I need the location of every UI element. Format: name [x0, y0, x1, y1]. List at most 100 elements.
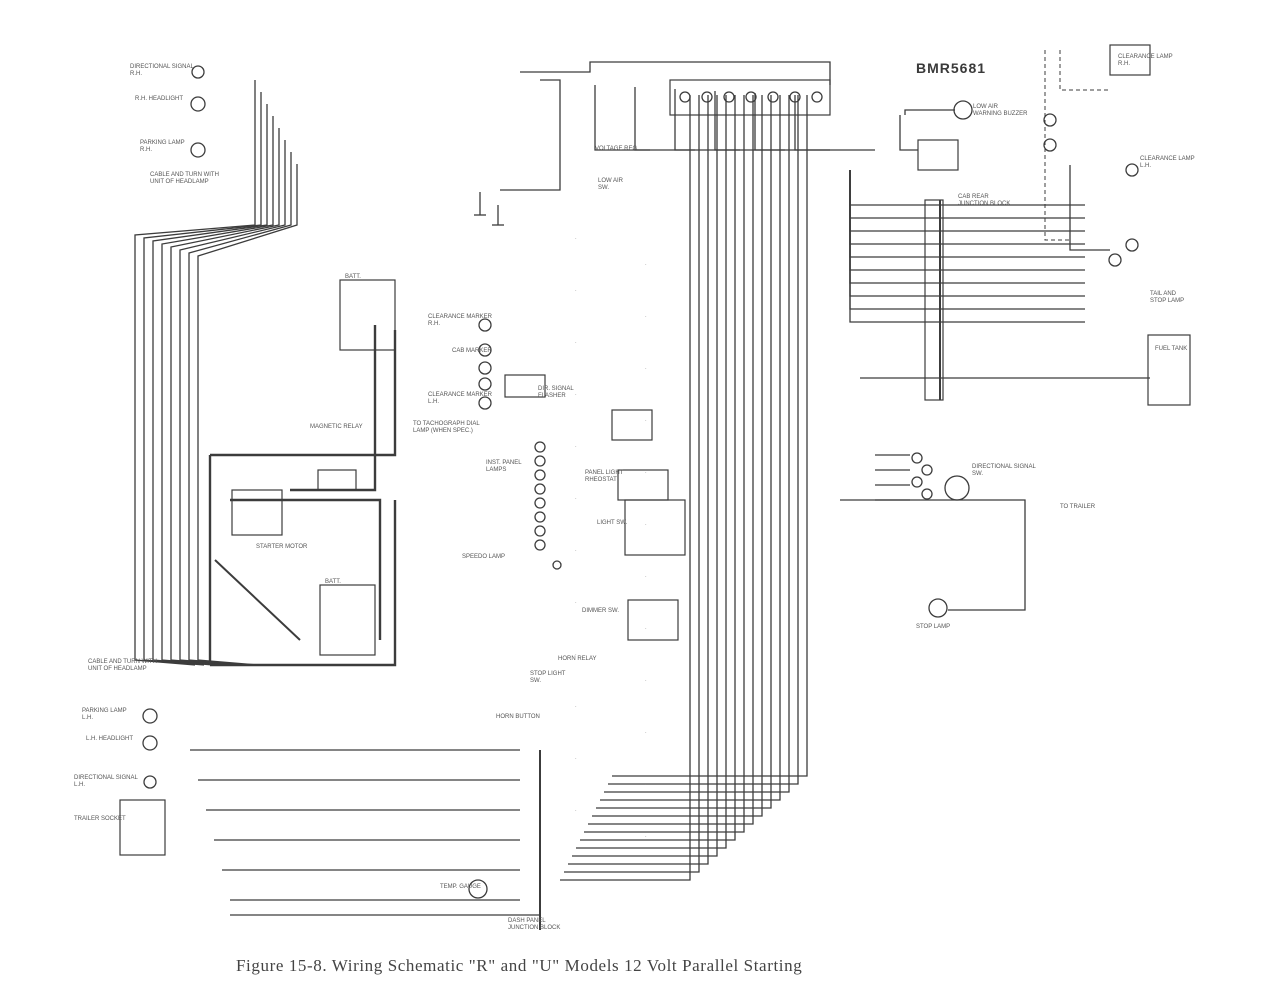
stop-lamp [928, 598, 948, 618]
left-harness-wire [152, 104, 268, 666]
label-clearance_lamp_rh: CLEARANCE LAMP [1118, 54, 1173, 60]
label-cab_rear_block: JUNCTION BLOCK [958, 201, 1010, 207]
center-harness-wire [576, 95, 727, 849]
label-panel_light_rheostat: RHEOSTAT [585, 477, 617, 483]
trailer-socket-box [119, 799, 166, 856]
label-tail_stop_lamp: STOP LAMP [1150, 298, 1184, 304]
wire-code-mark: · [645, 782, 647, 788]
label-directional_signal_lh: DIRECTIONAL SIGNAL [74, 775, 138, 781]
label-cab_marker: CAB MARKER [452, 348, 492, 354]
instrument-panel-lamp [534, 539, 546, 551]
wire-code-mark: · [645, 366, 647, 372]
wire-code-mark: · [575, 704, 577, 710]
label-temp_gauge: TEMP. GAUGE [440, 884, 481, 890]
label-parking_lamp_rh: R.H. [140, 147, 152, 153]
label-dash_panel_block: DASH PANEL [508, 918, 546, 924]
center-harness-wire [568, 95, 709, 865]
label-to_tach_lamps: TO TACHOGRAPH DIAL [413, 421, 480, 427]
wire-code-mark: · [645, 314, 647, 320]
label-trailer_socket: TRAILER SOCKET [74, 816, 126, 822]
label-clearance_lamp_rh: R.H. [1118, 61, 1130, 67]
wire-code-mark: · [645, 574, 647, 580]
top-branch-wire [634, 87, 695, 151]
cab-rear-junction-block [924, 199, 944, 401]
label-dir_signal_flasher: FLASHER [538, 393, 566, 399]
parking-lamp-rh-lamp [190, 142, 206, 158]
clearance-lh-lamp [478, 396, 492, 410]
directional-switch-lamp [921, 464, 933, 476]
stop-lamp-wire [840, 499, 1026, 611]
label-stop_light_switch: SW. [530, 678, 541, 684]
label-directional_signal_rh: R.H. [130, 71, 142, 77]
cab-marker-lamp [478, 377, 492, 391]
label-directional_signal_rh: DIRECTIONAL SIGNAL [130, 64, 194, 70]
label-trailer_cable: TO TRAILER [1060, 504, 1096, 510]
left-harness-wire [179, 140, 286, 666]
label-magnetic_relay: MAGNETIC RELAY [310, 424, 363, 430]
fuse-symbol [789, 91, 801, 103]
label-directional_signal_sw: DIRECTIONAL SIGNAL [972, 464, 1036, 470]
rear-harness-wire [849, 170, 1085, 245]
headlight-rh-lamp [190, 96, 206, 112]
cab-marker-lamp [478, 343, 492, 357]
speedometer-lamp [552, 560, 562, 570]
left-harness-wire [197, 164, 298, 666]
directional-signal-rh-lamp [191, 65, 205, 79]
instrument-panel-lamp [534, 469, 546, 481]
label-cable_and_turn_rh: UNIT OF HEADLAMP [150, 179, 209, 185]
center-harness-wire [564, 95, 700, 873]
instrument-panel-lamp [534, 525, 546, 537]
fuse-symbol [811, 91, 823, 103]
label-batt_2: BATT. [325, 579, 341, 585]
flasher-box [611, 409, 653, 441]
buzzer-wire [899, 115, 918, 151]
label-cable_and_turn_rh: CABLE AND TURN WITH [150, 172, 219, 178]
clearance-lamp [1043, 113, 1057, 127]
top-bus-wire [500, 79, 561, 191]
label-tail_stop_lamp: TAIL AND [1150, 291, 1177, 297]
label-cab_rear_block: CAB REAR [958, 194, 989, 200]
left-harness-wire [161, 116, 274, 666]
rear-harness-wire [849, 170, 1085, 323]
label-low_air_buzzer: LOW AIR [973, 104, 999, 110]
label-to_tach_lamps: LAMP (WHEN SPEC.) [413, 428, 473, 434]
temp-gauge [468, 879, 488, 899]
label-parking_lamp_lh: PARKING LAMP [82, 708, 127, 714]
instrument-panel-lamp [534, 483, 546, 495]
wire-code-mark: · [575, 808, 577, 814]
instrument-panel-lamp [534, 511, 546, 523]
label-fuel_tank: FUEL TANK [1155, 346, 1187, 352]
directional-switch-lamp [921, 488, 933, 500]
instrument-panel-lamp [534, 497, 546, 509]
label-speedometer_lamp: SPEEDO LAMP [462, 554, 505, 560]
label-headlight_lh: L.H. HEADLIGHT [86, 736, 133, 742]
wire-code-mark: · [645, 522, 647, 528]
parking-lamp-lh-lamp [142, 708, 158, 724]
wire-code-mark: · [645, 626, 647, 632]
center-harness-wire [580, 95, 736, 841]
wire-code-mark: · [575, 548, 577, 554]
clearance-lamp-rh-box [1109, 44, 1151, 76]
label-clearance_rh: CLEARANCE MARKER [428, 314, 493, 320]
battery-1-box [339, 279, 396, 351]
tail-lamp [1125, 238, 1139, 252]
clearance-lamp [1043, 138, 1057, 152]
top-branch-wire [594, 85, 650, 151]
rear-harness-wire [849, 170, 1085, 271]
center-harness-wire [604, 95, 790, 793]
rear-harness-wire [849, 170, 1085, 297]
heavy-cable [210, 500, 397, 667]
buzzer-box [917, 139, 959, 171]
drawing-number: BMR5681 [916, 60, 987, 76]
label-clearance_lh: L.H. [428, 399, 439, 405]
wire-code-mark: · [575, 756, 577, 762]
top-branch-wire [794, 95, 875, 151]
label-starter_motor: STARTER MOTOR [256, 544, 308, 550]
cab-marker-lamp [478, 361, 492, 375]
gauge-wire [904, 109, 955, 115]
label-voltage_reg: VOLTAGE REG. [595, 146, 639, 152]
center-harness-wire [608, 95, 799, 785]
fuse-symbol [767, 91, 779, 103]
